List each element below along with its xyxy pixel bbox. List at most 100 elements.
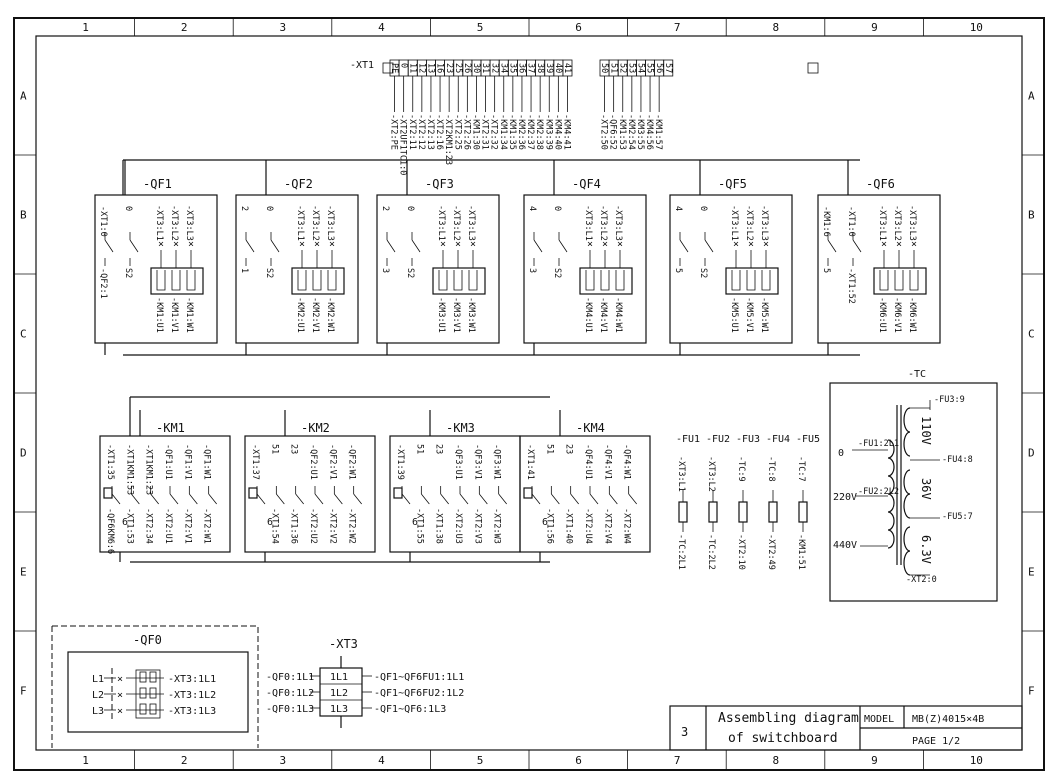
breaker-left-bottom: 1 (239, 268, 249, 273)
contactor-bottom-label: -XT2:W2 (347, 508, 357, 544)
grid-row-left: D (20, 447, 27, 460)
fuse-label: -FU4 (766, 434, 790, 445)
qf0-ref: -XT3:1L1 (168, 674, 216, 685)
fuse-2: -FU2-XT3:L2-TC:2L2 (706, 434, 730, 570)
breaker-phase-bottom: -KM3:U1 (436, 297, 446, 333)
breaker-mid-bottom: -XT1:52 (846, 268, 856, 304)
xt1-connection-label: -XT2UF1TC1:0 (398, 114, 408, 175)
breaker-cross: × (617, 239, 623, 250)
grid-row-right: B (1028, 209, 1035, 222)
breaker-phase-bottom: -KM4:V1 (598, 297, 608, 333)
contactor-top-label: -QF4:W1 (622, 444, 632, 480)
transformer-block: -TC 0220V440V-FU1:2L1-FU2:2L2110V36V6.3V… (829, 369, 998, 602)
breaker-cross: × (158, 239, 164, 250)
xt3-right-ref: -QF1~QF6:1L3 (374, 704, 446, 715)
grid-col-bottom: 6 (575, 754, 582, 767)
breaker-phase-top: -XT3:L3 (907, 205, 917, 241)
xt1-terminal: 39 (544, 63, 554, 73)
contactor-bottom-label: -XT2:34 (144, 508, 154, 544)
contactor-top-label: -QF4:V1 (602, 444, 612, 480)
breaker-mid-top: 0 (123, 206, 133, 211)
xt1-connection-label: -KM2:37 (525, 114, 535, 150)
tc-input-ref: -FU1:2L1 (858, 439, 899, 449)
breaker-6: -QF6-KM1:65-XT1:0-XT1:52-XT3:L1×-XT3:L2×… (817, 160, 941, 355)
coil-icon (248, 487, 258, 499)
fuse-label: -FU1 (676, 434, 700, 445)
breaker-phase-bottom: -KM2:W1 (325, 297, 335, 333)
contactor-bottom-label: -XT1:40 (564, 508, 574, 544)
contactor-bottom-label: -XT1:55 (414, 508, 424, 544)
fuse-top-label: -TC:8 (766, 456, 776, 482)
fuse-top-label: -TC:7 (796, 456, 806, 482)
tc-output-ref: -FU5:7 (942, 512, 973, 522)
xt1-terminal: 37 (526, 63, 536, 73)
qf0-ref: -XT3:1L3 (168, 706, 216, 717)
breaker-phase-top: -XT3:L2 (744, 205, 754, 241)
breaker-left-top: 4 (527, 206, 537, 211)
xt1-connection-label: -KM1:34 (498, 114, 508, 150)
breaker-2: -QF2210S2-XT3:L1×-XT3:L2×-XT3:L3×-KM2:U1… (235, 160, 359, 355)
breaker-phase-top: -XT3:L2 (451, 205, 461, 241)
contactor-bottom-label: -QF6KM6:6 (105, 508, 115, 554)
fuse-top-label: -TC:9 (736, 456, 746, 482)
grid-col-top: 8 (773, 21, 780, 34)
grid-col-top: 3 (280, 21, 287, 34)
breaker-phase-top: -XT3:L3 (325, 205, 335, 241)
contactor-top-label: -QF3:U1 (453, 444, 463, 480)
contactor-top-label: -QF1:V1 (182, 444, 192, 480)
contactor-top-label: -QF3:W1 (492, 444, 502, 480)
breaker-phase-top: -XT3:L3 (466, 205, 476, 241)
fuse-bottom-label: -XT2:10 (736, 534, 746, 570)
fuse-4: -FU4 -TC:8 -XT2:49 (766, 434, 790, 570)
contactor-top-label: 51 (269, 444, 279, 454)
contactor-label: -KM4 (576, 421, 605, 435)
xt1-terminal: 51 (608, 63, 618, 73)
contactor-bottom-label: -XT1:53 (124, 508, 134, 544)
breaker-phase-bottom: -KM3:W1 (466, 297, 476, 333)
breaker-phase-bottom: -KM1:W1 (184, 297, 194, 333)
xt3-block: -XT3 1L1-QF0:1L1-QF1~QF6FU1:1L11L2-QF0:1… (266, 637, 464, 728)
breaker-label: -QF1 (143, 177, 172, 191)
breaker-mid-bottom: S2 (264, 268, 274, 278)
breaker-label: -QF3 (425, 177, 454, 191)
contactor-top-label: -XT1:39 (395, 444, 405, 480)
breaker-phase-top: -XT3:L1 (154, 205, 164, 241)
breaker-phase-bottom: -KM2:V1 (310, 297, 320, 333)
xt1-connection-label: -XT2:50 (599, 114, 609, 150)
fuse-bottom-label: -XT2:49 (766, 534, 776, 570)
contactor-bottom-label: -XT2:U1 (163, 508, 173, 544)
breaker-phase-top: -XT3:L2 (310, 205, 320, 241)
contactor-bottom-label: -XT2:U2 (308, 508, 318, 544)
grid-col-bottom: 3 (280, 754, 287, 767)
breaker-left-top: 2 (380, 206, 390, 211)
contactor-top-label: -XT1:37 (250, 444, 260, 480)
model-label: MODEL (864, 714, 894, 725)
qf0-cross: × (117, 706, 123, 717)
grid-col-bottom: 9 (871, 754, 878, 767)
xt1-terminal: 57 (663, 63, 673, 73)
qf0-cross: × (117, 674, 123, 685)
fuse-label: -FU3 (736, 434, 760, 445)
fuse-icon (708, 501, 718, 523)
fuse-3: -FU3 -TC:9 -XT2:10 (736, 434, 760, 570)
xt1-terminal: 35 (508, 63, 518, 73)
xt1-connection-label: -KM3:55 (635, 114, 645, 150)
breaker-label: -QF4 (572, 177, 601, 191)
qf0-phase: L2 (92, 690, 104, 701)
fuse-icon (798, 501, 808, 523)
contactor-mid: 6 (542, 517, 548, 528)
grid-col-bottom: 8 (773, 754, 780, 767)
xt1-terminal: PE (389, 63, 399, 73)
xt1-terminal: 31 (480, 63, 490, 73)
contactor-top-label: -QF3:V1 (472, 444, 482, 480)
title-line-2: of switchboard (728, 731, 838, 746)
breaker-left-bottom: -QF2:1 (98, 268, 108, 299)
breaker-phase-bottom: -KM6:W1 (907, 297, 917, 333)
breaker-left-top: -KM1:6 (821, 206, 831, 237)
breaker-mid-top: 0 (264, 206, 274, 211)
grid-row-right: E (1028, 566, 1035, 579)
contactor-top-label: -QF1:W1 (202, 444, 212, 480)
xt1-terminal: 34 (498, 63, 508, 73)
